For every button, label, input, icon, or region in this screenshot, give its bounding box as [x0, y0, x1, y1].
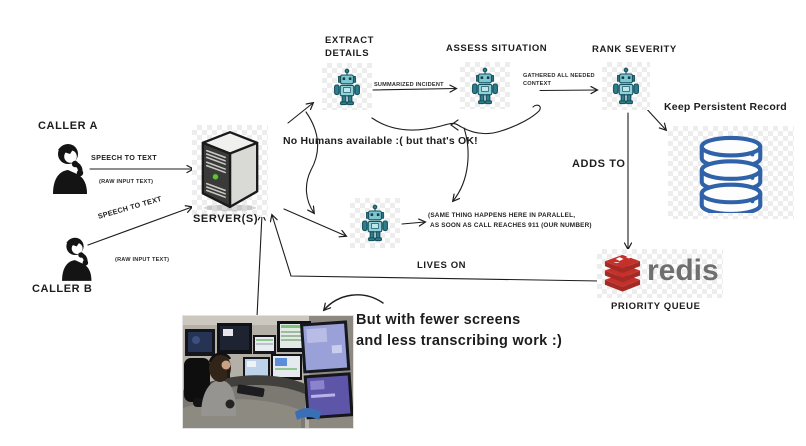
extract-robot-icon — [322, 63, 372, 110]
summarized-incident-label: SUMMARIZED INCIDENT — [374, 82, 444, 88]
rank-robot-icon — [602, 62, 650, 110]
adds-to-label: ADDS TO — [572, 158, 626, 170]
assess-situation-label: ASSESS SITUATION — [446, 43, 548, 54]
parallel-robot-icon — [350, 198, 400, 248]
photo-note-line1: But with fewer screens — [356, 312, 521, 328]
raw-input-b-label: (RAW INPUT TEXT) — [115, 257, 170, 263]
photo-note-line2: and less transcribing work :) — [356, 333, 563, 350]
parallel-note-line2: AS SOON AS CALL REACHES 911 (OUR NUMBER) — [430, 222, 592, 229]
redis-logo: redis — [597, 249, 723, 298]
keep-persistent-record-label: Keep Persistent Record — [664, 101, 787, 113]
caller-a-phone-icon — [46, 141, 90, 194]
rank-severity-label: RANK SEVERITY — [592, 44, 677, 55]
lives-on-label: LIVES ON — [417, 260, 467, 271]
assess-robot-icon — [460, 62, 510, 109]
parallel-note-line1: (SAME THING HAPPENS HERE IN PARALLEL, — [428, 212, 576, 219]
database-icon — [668, 126, 794, 219]
speech-to-text-b-label: SPEECH TO TEXT — [96, 193, 163, 221]
gathered-context-label: GATHERED ALL NEEDED CONTEXT — [523, 73, 595, 87]
extract-details-label: EXTRACT DETAILS — [325, 35, 375, 59]
redis-stack-icon — [601, 251, 644, 295]
redis-wordmark: redis — [647, 254, 719, 287]
server-label: SERVER(S) — [193, 213, 259, 225]
server-icon — [192, 125, 268, 217]
no-humans-note: No Humans available :( but that's OK! — [283, 135, 478, 147]
raw-input-a-label: (RAW INPUT TEXT) — [99, 179, 154, 185]
photo-note: But with fewer screens and less transcri… — [356, 310, 562, 352]
caller-b-phone-icon — [56, 233, 94, 283]
dispatcher-photo — [183, 316, 353, 428]
caller-b-label: CALLER B — [32, 283, 93, 295]
priority-queue-label: PRIORITY QUEUE — [611, 301, 701, 312]
caller-a-label: CALLER A — [38, 120, 98, 132]
speech-to-text-a-label: SPEECH TO TEXT — [91, 153, 157, 162]
